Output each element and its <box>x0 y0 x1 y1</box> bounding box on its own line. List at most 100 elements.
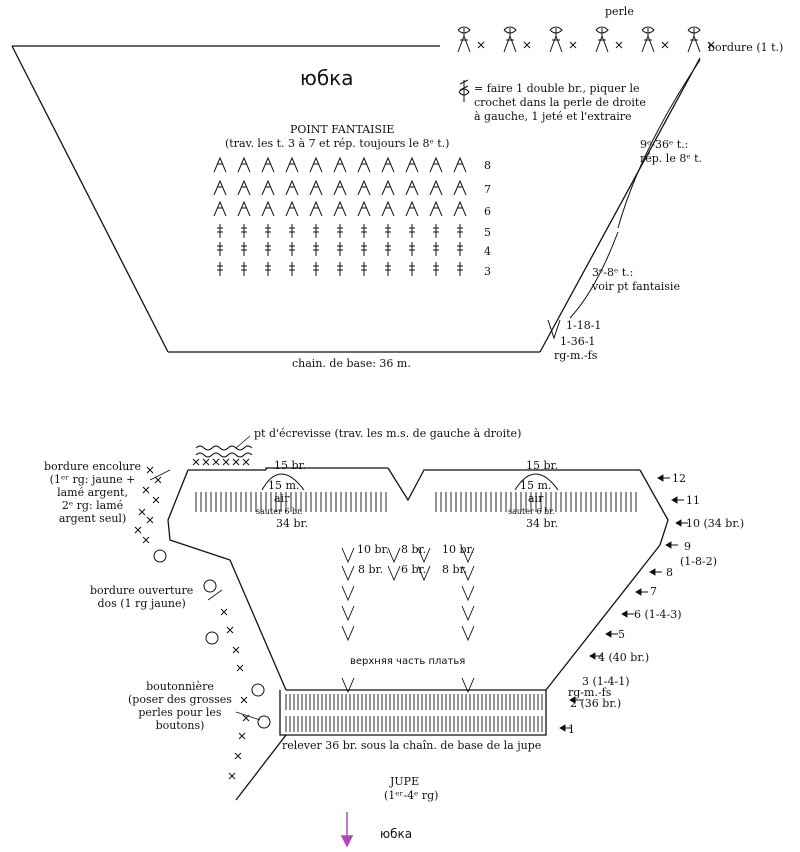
double-stitch <box>265 242 271 256</box>
dec-1-18-1: 1-18-1 <box>566 319 602 332</box>
single-crochet-cross <box>142 536 150 544</box>
row-label-3: 3 <box>484 265 491 278</box>
pearl-stitch <box>641 26 655 53</box>
pearl-stitch <box>595 26 609 53</box>
fan-stitch <box>333 200 347 217</box>
double-stitch <box>313 262 319 276</box>
fan-stitch <box>285 200 299 217</box>
fan-stitch <box>341 547 355 564</box>
pearl-stitch-symbol <box>458 79 470 102</box>
bottom-ru-label: юбка <box>380 827 413 841</box>
bodice-title-ru: верхняя часть платья <box>350 656 466 667</box>
fan-stitch <box>213 200 227 217</box>
bodice-row-10: 10 (34 br.) <box>686 517 745 530</box>
double-stitch <box>241 262 247 276</box>
single-crochet-cross <box>142 486 150 494</box>
right-air: air <box>528 492 544 505</box>
single-crochet-cross <box>152 496 160 504</box>
double-stitch <box>361 224 367 238</box>
single-crochet-cross <box>138 508 146 516</box>
fan-stitch <box>237 200 251 217</box>
fan-stitch <box>429 179 443 196</box>
right-15br: 15 br. <box>526 459 559 472</box>
base-chain-label: chain. de base: 36 m. <box>292 357 411 370</box>
skirt-outline <box>11 45 701 353</box>
row-label-4: 4 <box>484 245 491 258</box>
fan-stitch <box>357 156 371 173</box>
single-crochet-cross <box>192 458 200 466</box>
point-fantaisie-grid <box>213 156 467 276</box>
strap-arches <box>261 473 559 491</box>
fan-stitch <box>333 156 347 173</box>
fan-stitch <box>309 179 323 196</box>
fan-stitch <box>237 179 251 196</box>
bodice-outline <box>167 467 669 801</box>
fan-stitch <box>461 547 475 564</box>
crab-stitch-label: pt d'écrevisse (trav. les m.s. de gauche… <box>254 427 522 440</box>
chain-cross <box>569 41 577 49</box>
double-stitch <box>217 242 223 256</box>
leader-lines <box>149 435 261 721</box>
fan-stitch <box>237 156 251 173</box>
fan-stitch <box>261 179 275 196</box>
pearl-label: perle <box>605 5 634 18</box>
pearl-stitch <box>549 26 563 53</box>
center-8br: 8 br. <box>401 543 427 556</box>
double-stitch <box>433 242 439 256</box>
row-arrow <box>621 610 634 618</box>
row-arrow <box>675 519 688 527</box>
row-arrow <box>665 541 678 549</box>
double-stitch <box>385 242 391 256</box>
jupe-rows: (1ᵉʳ-4ᵉ rg) <box>384 789 439 802</box>
fan-stitch <box>453 156 467 173</box>
double-stitch <box>457 242 463 256</box>
bodice-row-8: 8 <box>666 566 673 579</box>
bodice-row-4: 4 (40 br.) <box>598 651 650 664</box>
fan-stitch <box>405 179 419 196</box>
fan-stitch <box>461 605 475 622</box>
bodice-stitch-bands <box>195 492 637 732</box>
row-label-8: 8 <box>484 159 491 172</box>
double-stitch <box>385 262 391 276</box>
fan-stitch <box>429 156 443 173</box>
double-stitch <box>337 242 343 256</box>
double-stitch <box>241 224 247 238</box>
dec-1-36-1: 1-36-1 <box>560 335 596 348</box>
double-stitch <box>217 224 223 238</box>
chain-cross <box>661 41 669 49</box>
pearl-loop <box>153 549 167 563</box>
pearl-border-row <box>457 26 715 53</box>
double-stitch <box>313 224 319 238</box>
fan-stitch <box>213 156 227 173</box>
chain-cross <box>477 41 485 49</box>
skirt-edge-brackets <box>547 59 701 340</box>
bodice-row-5: 5 <box>618 628 625 641</box>
fan-stitch <box>387 547 401 564</box>
fan-stitch <box>357 200 371 217</box>
pearl-loop <box>205 631 219 645</box>
double-stitch <box>289 262 295 276</box>
double-stitch <box>361 242 367 256</box>
bodice-row-3: 3 (1-4-1) <box>582 675 630 688</box>
row-arrow <box>649 568 662 576</box>
center-6br: 6 br. <box>401 563 427 576</box>
pattern-title: POINT FANTAISIE <box>290 123 395 136</box>
fan-stitch <box>381 156 395 173</box>
double-stitch <box>289 224 295 238</box>
pearl-stitch <box>503 26 517 53</box>
double-stitch <box>265 262 271 276</box>
bodice-row-9-dec: (1-8-2) <box>680 555 718 568</box>
double-stitch <box>217 262 223 276</box>
bodice-row-12: 12 <box>672 472 686 485</box>
left-34br: 34 br. <box>276 517 309 530</box>
rows-9-36-note: 9ᵉ-36ᵉ t.: rép. le 8ᵉ t. <box>640 138 702 165</box>
fan-stitch <box>261 200 275 217</box>
fan-stitch <box>341 605 355 622</box>
pearl-stitch <box>457 26 471 53</box>
row-label-6: 6 <box>484 205 491 218</box>
fan-stitch <box>461 585 475 602</box>
fan-stitch <box>213 179 227 196</box>
row-arrow <box>657 474 670 482</box>
single-crochet-cross <box>146 516 154 524</box>
